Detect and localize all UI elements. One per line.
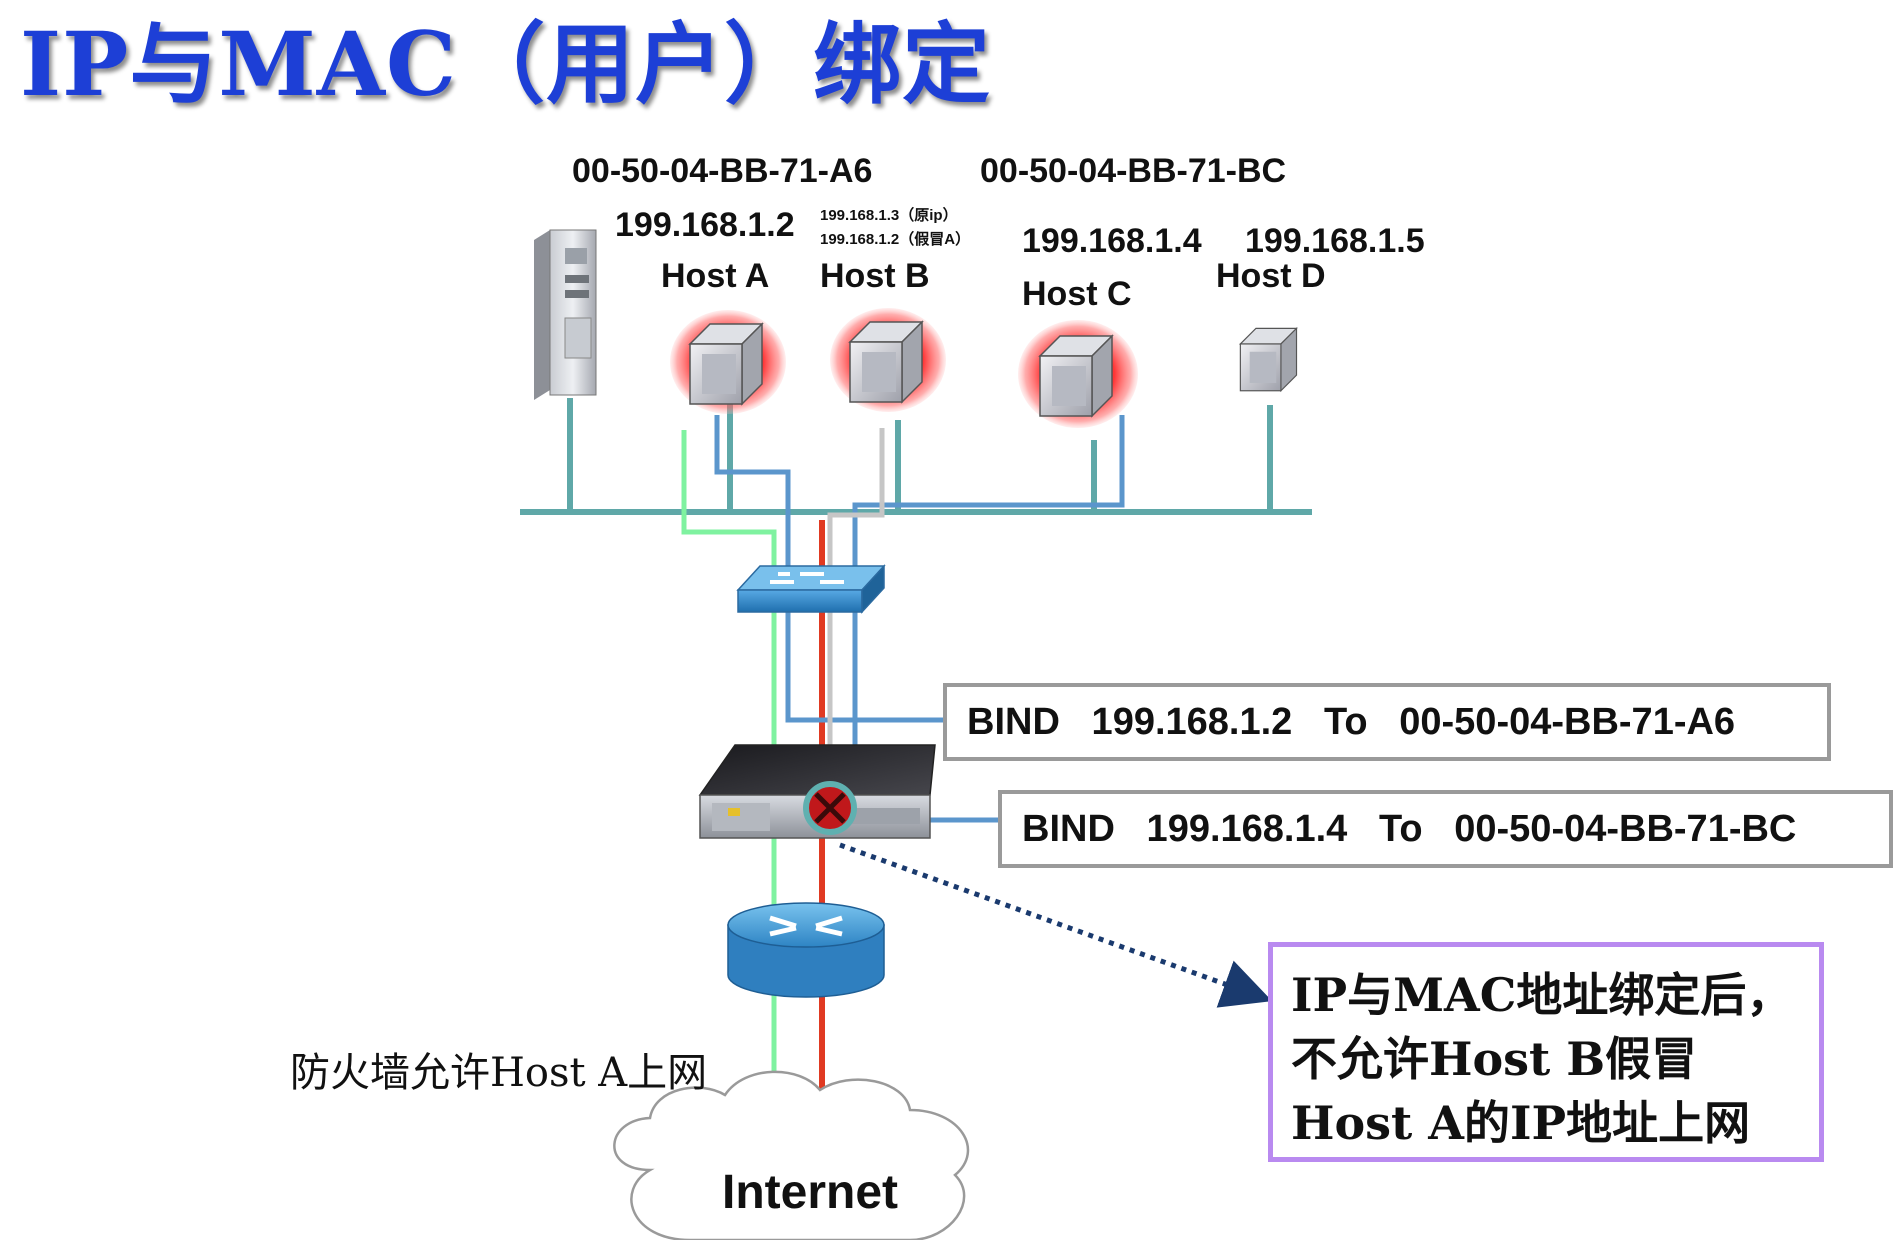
- host-b-ip-original: 199.168.1.3（原ip）: [820, 207, 958, 224]
- page-title: IP与MAC（用户）绑定: [20, 12, 992, 116]
- note-line: 不允许Host B假冒: [1291, 1032, 1698, 1086]
- host-a-ip: 199.168.1.2: [615, 206, 795, 244]
- note-line: IP与MAC地址绑定后，: [1291, 968, 1793, 1022]
- host-b-spoof-path: [827, 428, 885, 790]
- bind-rule-text: BIND 199.168.1.4 To 00-50-04-BB-71-BC: [1022, 807, 1797, 850]
- host-c-ip: 199.168.1.4: [1022, 222, 1202, 260]
- host-b-name: Host B: [820, 257, 930, 295]
- host-d-ip: 199.168.1.5: [1245, 222, 1425, 260]
- host-a-computer-icon: [670, 310, 786, 414]
- host-b-ip-spoofed: 199.168.1.2（假冒A）: [820, 231, 971, 248]
- host-d-computer-icon: [1238, 326, 1298, 393]
- internet-label: Internet: [722, 1166, 899, 1219]
- router-icon: [727, 902, 885, 998]
- note-box: IP与MAC地址绑定后， 不允许Host B假冒 Host A的IP地址上网: [1268, 942, 1824, 1162]
- host-a-bind-path: [714, 415, 950, 723]
- blocked-x-icon: [803, 781, 857, 835]
- allow-caption: 防火墙允许Host A上网: [290, 1050, 708, 1096]
- bind-rule-host-c: BIND 199.168.1.4 To 00-50-04-BB-71-BC: [998, 790, 1893, 868]
- host-c-name: Host C: [1022, 275, 1132, 313]
- host-b-computer-icon: [830, 308, 946, 412]
- host-d-name: Host D: [1216, 257, 1326, 295]
- bind-rule-text: BIND 199.168.1.2 To 00-50-04-BB-71-A6: [967, 700, 1736, 743]
- bind-rule-host-a: BIND 199.168.1.2 To 00-50-04-BB-71-A6: [943, 683, 1831, 761]
- server-icon: [534, 229, 597, 400]
- switch-icon: [736, 564, 886, 614]
- host-a-mac: 00-50-04-BB-71-A6: [572, 152, 873, 190]
- firewall-icon: [698, 744, 936, 839]
- host-c-mac: 00-50-04-BB-71-BC: [980, 152, 1287, 190]
- host-a-name: Host A: [661, 257, 770, 295]
- note-arrow: [839, 842, 1273, 1008]
- note-line: Host A的IP地址上网: [1291, 1096, 1751, 1150]
- host-c-computer-icon: [1018, 320, 1138, 428]
